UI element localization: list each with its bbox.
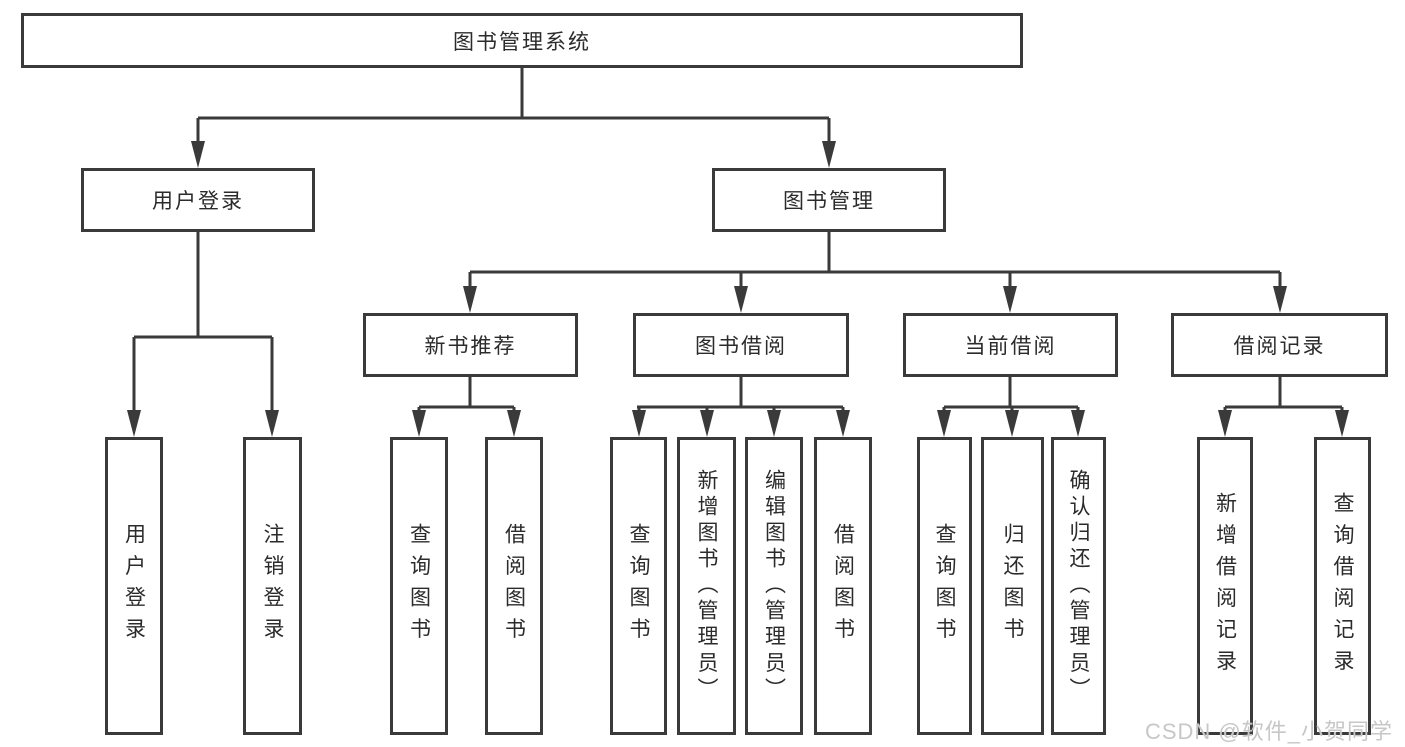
node-leaf-user-login-label: 用户登录	[122, 523, 146, 649]
node-leaf-add-borrow-record-label: 新增借阅记录	[1213, 491, 1237, 681]
node-leaf-user-login: 用户登录	[105, 437, 163, 735]
node-root: 图书管理系统	[21, 13, 1023, 68]
node-leaf-borrow-book-2-label: 借阅图书	[831, 523, 855, 649]
node-leaf-edit-book-admin: 编辑图书（管理员）	[745, 437, 803, 735]
node-current-borrowing: 当前借阅	[903, 313, 1118, 377]
node-leaf-query-book-3: 查询图书	[917, 437, 972, 735]
node-leaf-borrow-book-2: 借阅图书	[814, 437, 872, 735]
node-leaf-borrow-book-1-label: 借阅图书	[502, 523, 526, 649]
csdn-watermark: CSDN @软件_小贺同学	[1144, 719, 1393, 744]
node-leaf-add-borrow-record: 新增借阅记录	[1197, 437, 1253, 735]
node-borrowing-records: 借阅记录	[1171, 313, 1388, 377]
node-user-login: 用户登录	[81, 168, 315, 232]
node-book-borrowing-label: 图书借阅	[695, 335, 787, 358]
node-book-borrowing: 图书借阅	[633, 313, 849, 377]
node-leaf-return-book-label: 归还图书	[1001, 523, 1024, 649]
node-leaf-logout-label: 注销登录	[261, 523, 284, 649]
node-leaf-query-book-2: 查询图书	[610, 437, 667, 735]
node-leaf-confirm-return-admin-label: 确认归还（管理员）	[1067, 468, 1090, 704]
node-current-borrowing-label: 当前借阅	[964, 335, 1057, 358]
node-new-book-recommend: 新书推荐	[363, 313, 578, 377]
node-leaf-return-book: 归还图书	[981, 437, 1044, 735]
node-leaf-add-book-admin: 新增图书（管理员）	[677, 437, 736, 735]
node-leaf-query-book-2-label: 查询图书	[627, 523, 650, 649]
node-new-book-recommend-label: 新书推荐	[424, 335, 517, 358]
node-book-management-label: 图书管理	[783, 190, 875, 213]
node-leaf-edit-book-admin-label: 编辑图书（管理员）	[762, 468, 786, 704]
node-leaf-query-borrow-record-label: 查询借阅记录	[1331, 491, 1354, 681]
node-leaf-logout: 注销登录	[243, 437, 302, 735]
node-leaf-confirm-return-admin: 确认归还（管理员）	[1051, 437, 1106, 735]
node-leaf-query-book-1-label: 查询图书	[407, 523, 431, 649]
node-user-login-label: 用户登录	[152, 190, 244, 213]
node-leaf-borrow-book-1: 借阅图书	[485, 437, 543, 735]
node-root-label: 图书管理系统	[453, 30, 591, 54]
arrowheads	[127, 141, 1349, 437]
node-leaf-query-borrow-record: 查询借阅记录	[1314, 437, 1371, 735]
node-leaf-add-book-admin-label: 新增图书（管理员）	[695, 468, 718, 704]
node-borrowing-records-label: 借阅记录	[1233, 335, 1326, 358]
node-leaf-query-book-1: 查询图书	[390, 437, 448, 735]
node-book-management: 图书管理	[712, 168, 946, 232]
node-leaf-query-book-3-label: 查询图书	[933, 523, 956, 649]
